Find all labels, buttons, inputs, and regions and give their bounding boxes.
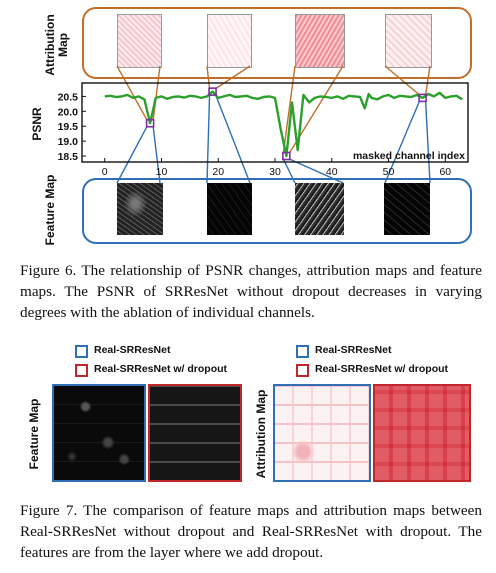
y-tick-label: 18.5 <box>58 151 79 163</box>
attribution-map-thumbnail-2 <box>207 14 252 68</box>
y-tick-label: 20.0 <box>58 106 79 118</box>
x-tick-label: 10 <box>156 166 168 178</box>
attribution-map-label-fig7: Attribution Map <box>254 389 268 479</box>
figure-7-caption: Figure 7. The comparison of feature maps… <box>20 502 482 561</box>
legend-blue-label-right: Real-SRResNet <box>315 344 392 356</box>
attribution-connector <box>206 65 211 89</box>
x-tick-label: 0 <box>102 166 108 178</box>
attribution-connector <box>215 65 251 90</box>
attribution-map-thumbnail-4 <box>385 14 432 68</box>
attribution-connector <box>424 65 431 96</box>
psnr-chart: 18.5 19.0 19.5 20.0 20.5 0 10 20 30 40 50 60 maske… <box>58 65 469 184</box>
legend-red-box-right <box>296 364 309 377</box>
y-tick-label: 19.0 <box>58 136 79 148</box>
x-tick-label: 50 <box>383 166 395 178</box>
feature-map-real-srresnet-dropout <box>148 384 242 482</box>
attribution-connector <box>152 65 161 121</box>
x-axis-label: masked channel index <box>353 150 465 162</box>
attribution-connector <box>116 65 148 121</box>
y-tick-label: 19.5 <box>58 121 79 133</box>
feature-map-label-fig7: Feature Map <box>27 398 41 470</box>
legend-blue-box-left <box>75 345 88 358</box>
x-tick-label: 60 <box>439 166 451 178</box>
legend-red-box-left <box>75 364 88 377</box>
highlight-marker <box>208 87 217 96</box>
feature-map-panel <box>82 178 472 244</box>
x-tick-label: 20 <box>212 166 224 178</box>
legend-red-label-left: Real-SRResNet w/ dropout <box>94 363 228 375</box>
legend-blue-label-left: Real-SRResNet <box>94 344 171 356</box>
feature-map-thumbnail-4 <box>384 183 430 235</box>
feature-connector <box>384 100 421 184</box>
legend-red-label-right: Real-SRResNet w/ dropout <box>315 363 449 375</box>
feature-connector <box>116 125 148 184</box>
attribution-map-real-srresnet-dropout <box>373 384 471 482</box>
x-tick-label: 40 <box>326 166 338 178</box>
highlight-marker <box>418 93 427 103</box>
feature-map-real-srresnet <box>52 384 146 482</box>
attribution-map-real-srresnet <box>273 384 371 482</box>
psnr-series-line <box>104 90 463 158</box>
attribution-map-panel <box>82 7 472 79</box>
x-tick-label: 30 <box>269 166 281 178</box>
attribution-map-thumbnail-3 <box>295 14 345 68</box>
y-tick-label: 20.5 <box>58 91 79 103</box>
figure-6-caption: Figure 6. The relationship of PSNR chang… <box>20 262 482 321</box>
feature-map-thumbnail-2 <box>207 183 252 235</box>
attribution-connector <box>384 65 421 96</box>
attribution-map-thumbnail-1 <box>117 14 162 68</box>
feature-connector <box>289 158 344 184</box>
feature-connector <box>214 94 251 184</box>
feature-map-thumbnail-3 <box>295 183 344 235</box>
feature-map-thumbnail-1 <box>117 183 163 235</box>
feature-connector <box>424 100 431 184</box>
attribution-connector <box>282 65 296 154</box>
legend-blue-box-right <box>296 345 309 358</box>
highlight-marker <box>282 151 291 161</box>
feature-connector <box>152 126 161 184</box>
feature-connector <box>206 94 211 184</box>
feature-connector <box>282 158 296 184</box>
highlight-marker <box>145 118 155 128</box>
connector-lines <box>116 65 431 184</box>
